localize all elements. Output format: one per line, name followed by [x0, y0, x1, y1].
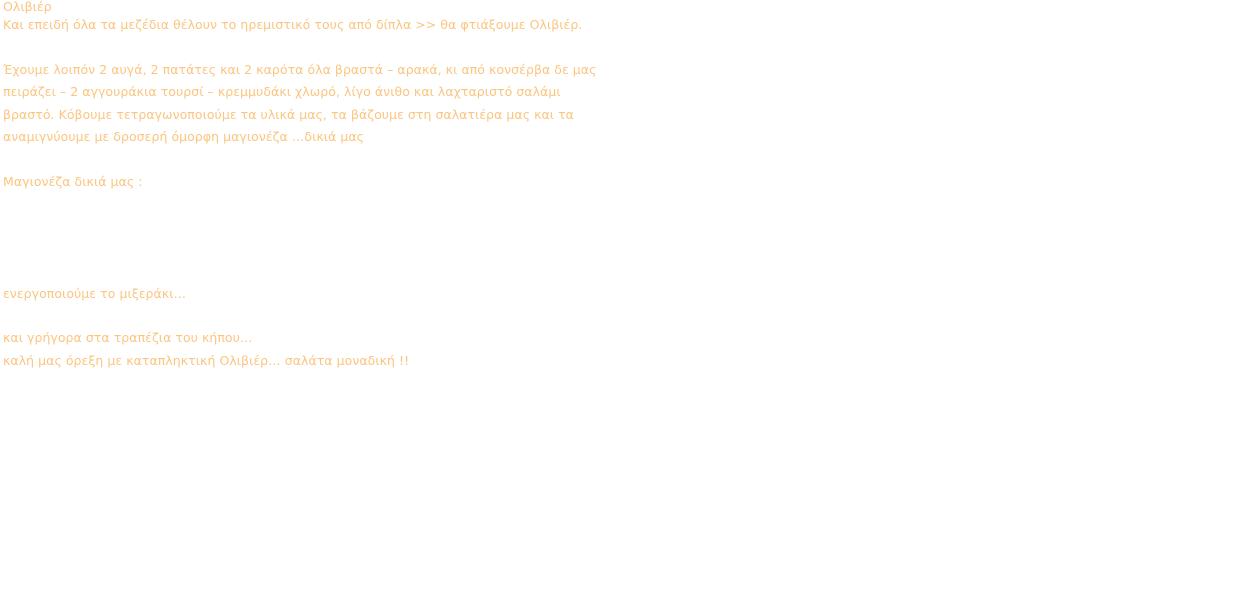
- garden-line: και γρήγορα στα τραπέζια του κήπου…: [3, 330, 253, 346]
- spacer: [3, 305, 643, 327]
- recipe-post: Ολιβιέρ Και επειδή όλα τα μεζέδια θέλουν…: [3, 0, 643, 372]
- closing-line: καλή μας όρεξη με καταπληκτική Ολιβιέρ… …: [3, 352, 410, 368]
- paragraph-line: αναμιγνύουμε με δροσερή όμορφη μαγιονέζα…: [3, 128, 365, 144]
- paragraph-line: βραστό. Κόβουμε τετραγωνοποιούμε τα υλικ…: [3, 106, 574, 122]
- mayo-heading: Μαγιονέζα δικιά μας :: [3, 173, 143, 189]
- intro-text: Και επειδή όλα τα μεζέδια θέλουν το ηρεμ…: [3, 17, 583, 32]
- image-placeholder: [3, 193, 643, 260]
- paragraph-line: πειράζει – 2 αγγουράκια τουρσί – κρεμμυδ…: [3, 84, 561, 100]
- paragraph-line: Έχουμε λοιπόν 2 αυγά, 2 πατάτες και 2 κα…: [3, 61, 597, 77]
- mixer-line: ενεργοποιούμε το μιξεράκι…: [3, 285, 187, 301]
- post-title: Ολιβιέρ: [3, 0, 52, 14]
- spacer: [3, 260, 643, 282]
- spacer: [3, 36, 643, 58]
- spacer: [3, 148, 643, 170]
